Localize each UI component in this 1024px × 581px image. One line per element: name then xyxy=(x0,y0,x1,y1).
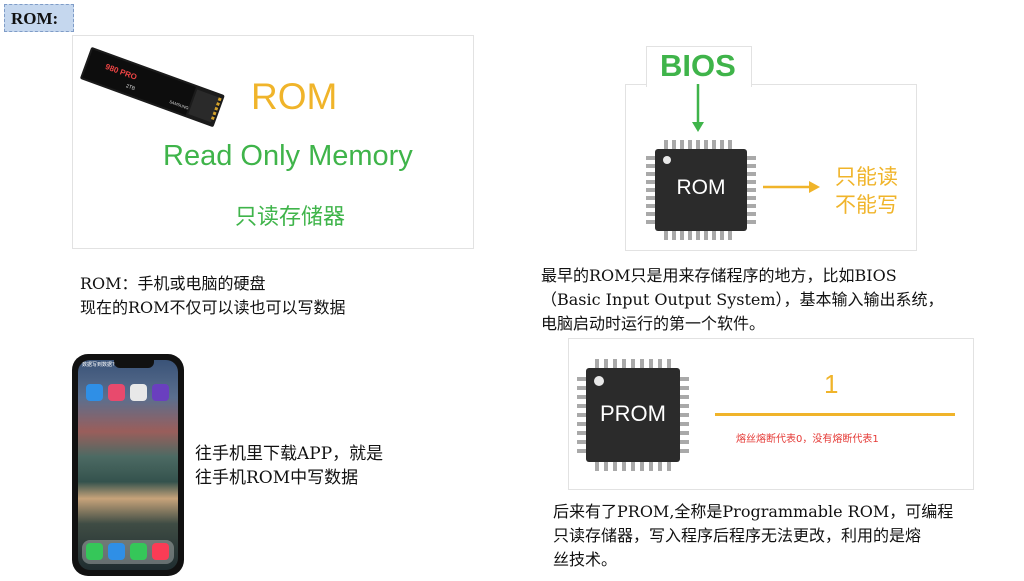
phone-notch xyxy=(114,360,154,368)
slide-title: ROM: xyxy=(4,4,74,32)
music-icon xyxy=(152,543,169,560)
phone-dock xyxy=(82,540,174,564)
rom-heading: ROM xyxy=(251,76,338,117)
prom-card: PROM 1 熔丝熔断代表0，没有熔断代表1 xyxy=(568,338,974,490)
bios-read-only-note: 只能读 不能写 xyxy=(835,163,898,219)
app-icon-2 xyxy=(108,384,125,401)
fuse-note: 熔丝熔断代表0，没有熔断代表1 xyxy=(736,434,879,445)
prom-chip: PROM xyxy=(577,359,689,471)
not-writable-line: 不能写 xyxy=(835,193,898,217)
rom-card: 980 PRO 2TB SAMSUNG ROM Read Only Memory… xyxy=(72,35,474,249)
ssd-image: 980 PRO 2TB SAMSUNG xyxy=(77,44,227,132)
rom-desc-line2: 现在的ROM不仅可以读也可以写数据 xyxy=(80,298,346,317)
messages-icon xyxy=(130,543,147,560)
phone-image: 数据写到数据? xyxy=(72,354,184,576)
phone-call-icon xyxy=(86,543,103,560)
read-only-line: 只能读 xyxy=(835,165,898,189)
rom-english-name: Read Only Memory xyxy=(163,140,413,172)
rom-chip: ROM xyxy=(646,140,756,240)
fuse-line xyxy=(715,413,955,416)
phone-caption: 数据写到数据? xyxy=(82,362,115,368)
app-icon-4 xyxy=(152,384,169,401)
ssd-maker: SAMSUNG xyxy=(169,99,190,111)
phone-desc-line2: 往手机ROM中写数据 xyxy=(195,468,359,488)
rom-desc-line1: ROM：手机或电脑的硬盘 xyxy=(80,274,266,293)
phone-screen: 数据写到数据? xyxy=(78,360,178,570)
phone-desc-line1: 往手机里下载APP，就是 xyxy=(195,444,384,464)
blender-icon xyxy=(130,384,147,401)
bios-desc-line1: 最早的ROM只是用来存储程序的地方，比如BIOS xyxy=(541,266,897,285)
bios-description: 最早的ROM只是用来存储程序的地方，比如BIOS （Basic Input Ou… xyxy=(541,264,1021,336)
prom-desc-line1: 后来有了PROM,全称是Programmable ROM，可编程 xyxy=(553,502,954,521)
safari-icon xyxy=(108,543,125,560)
rom-right-arrow xyxy=(763,181,820,193)
prom-chip-label: PROM xyxy=(600,401,666,426)
bios-down-arrow xyxy=(692,84,704,132)
prom-desc-line3: 丝技术。 xyxy=(553,550,618,569)
rom-chinese-name: 只读存储器 xyxy=(235,205,346,230)
bios-label-box xyxy=(646,46,752,87)
bios-desc-line3: 电脑启动时运行的第一个软件。 xyxy=(541,314,766,333)
bios-desc-line2: （Basic Input Output System），基本输入输出系统， xyxy=(541,290,944,309)
rom-description: ROM：手机或电脑的硬盘 现在的ROM不仅可以读也可以写数据 xyxy=(80,272,440,320)
ssd-capacity: 2TB xyxy=(125,83,136,92)
prom-bit-value: 1 xyxy=(824,369,839,399)
rom-chip-label: ROM xyxy=(676,176,726,199)
phone-description: 往手机里下载APP，就是 往手机ROM中写数据 xyxy=(195,442,455,490)
app-icon-1 xyxy=(86,384,103,401)
bios-label: BIOS xyxy=(660,48,736,83)
prom-desc-line2: 只读存储器，写入程序后程序无法更改，利用的是熔 xyxy=(553,526,922,545)
prom-description: 后来有了PROM,全称是Programmable ROM，可编程 只读存储器，写… xyxy=(553,500,1023,572)
